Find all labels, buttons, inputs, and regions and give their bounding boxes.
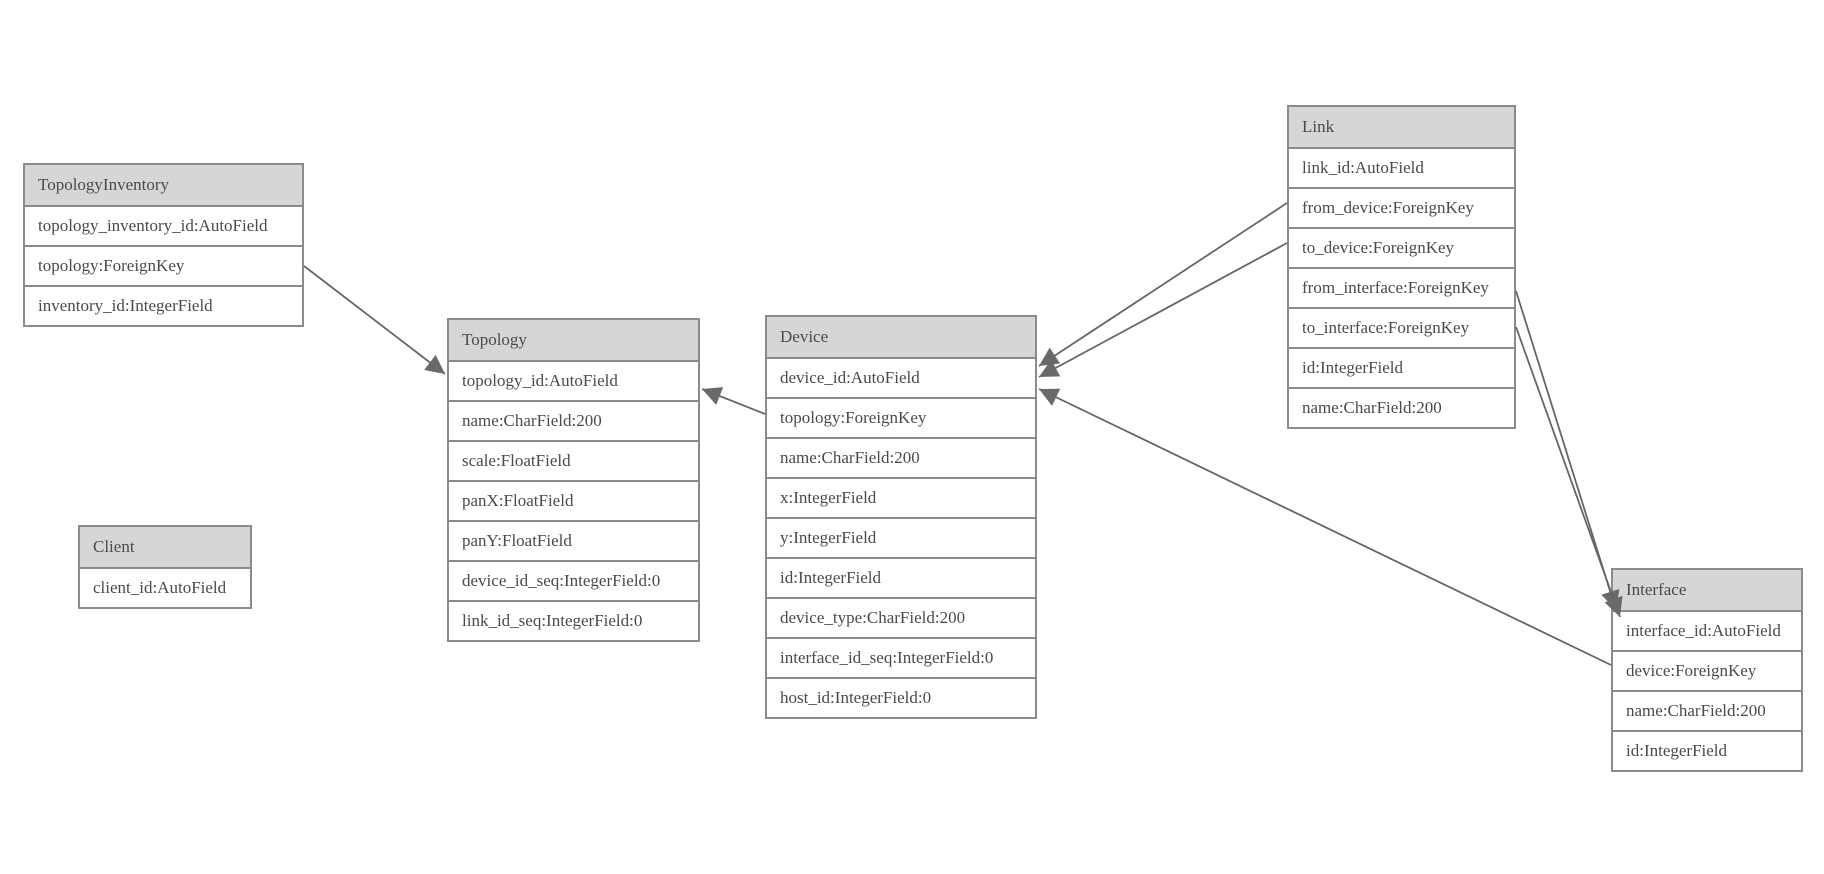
- entity-field-row: name:CharField:200: [449, 400, 698, 440]
- connector-link-todevice-device: [1038, 242, 1288, 378]
- entity-field-row: topology:ForeignKey: [767, 397, 1035, 437]
- connector-topologyinventory-topology: [303, 265, 446, 375]
- entity-field-row: panX:FloatField: [449, 480, 698, 520]
- entity-field-row: id:IntegerField: [1613, 730, 1801, 770]
- entity-title: Topology: [449, 320, 698, 360]
- entity-field-row: device:ForeignKey: [1613, 650, 1801, 690]
- entity-field-row: interface_id_seq:IntegerField:0: [767, 637, 1035, 677]
- entity-field-row: client_id:AutoField: [80, 567, 250, 607]
- entity-field-row: topology:ForeignKey: [25, 245, 302, 285]
- entity-field-row: inventory_id:IntegerField: [25, 285, 302, 325]
- entity-client: Client client_id:AutoField: [78, 525, 252, 609]
- entity-field-row: y:IntegerField: [767, 517, 1035, 557]
- entity-field-row: name:CharField:200: [1289, 387, 1514, 427]
- entity-topologyinventory: TopologyInventory topology_inventory_id:…: [23, 163, 304, 327]
- entity-field-row: to_interface:ForeignKey: [1289, 307, 1514, 347]
- entity-field-row: device_id_seq:IntegerField:0: [449, 560, 698, 600]
- entity-field-row: scale:FloatField: [449, 440, 698, 480]
- entity-field-row: panY:FloatField: [449, 520, 698, 560]
- entity-title: Interface: [1613, 570, 1801, 610]
- entity-field-row: device_type:CharField:200: [767, 597, 1035, 637]
- connector-interface-device: [1038, 388, 1612, 666]
- entity-field-row: link_id:AutoField: [1289, 147, 1514, 187]
- connector-link-fromdevice-device: [1038, 202, 1288, 367]
- entity-topology: Topology topology_id:AutoField name:Char…: [447, 318, 700, 642]
- connector-link-frominterface-interface: [1515, 290, 1620, 611]
- entity-field-row: device_id:AutoField: [767, 357, 1035, 397]
- entity-interface: Interface interface_id:AutoField device:…: [1611, 568, 1803, 772]
- entity-field-row: topology_id:AutoField: [449, 360, 698, 400]
- connector-link-tointerface-interface: [1515, 326, 1623, 618]
- entity-title: TopologyInventory: [25, 165, 302, 205]
- entity-title: Link: [1289, 107, 1514, 147]
- entity-field-row: x:IntegerField: [767, 477, 1035, 517]
- entity-field-row: from_device:ForeignKey: [1289, 187, 1514, 227]
- entity-field-row: name:CharField:200: [1613, 690, 1801, 730]
- entity-field-row: interface_id:AutoField: [1613, 610, 1801, 650]
- entity-field-row: name:CharField:200: [767, 437, 1035, 477]
- entity-title: Device: [767, 317, 1035, 357]
- entity-field-row: link_id_seq:IntegerField:0: [449, 600, 698, 640]
- entity-field-row: topology_inventory_id:AutoField: [25, 205, 302, 245]
- entity-title: Client: [80, 527, 250, 567]
- entity-field-row: id:IntegerField: [1289, 347, 1514, 387]
- connector-device-topology: [701, 387, 766, 415]
- entity-field-row: from_interface:ForeignKey: [1289, 267, 1514, 307]
- entity-field-row: host_id:IntegerField:0: [767, 677, 1035, 717]
- entity-field-row: id:IntegerField: [767, 557, 1035, 597]
- entity-device: Device device_id:AutoField topology:Fore…: [765, 315, 1037, 719]
- entity-field-row: to_device:ForeignKey: [1289, 227, 1514, 267]
- entity-link: Link link_id:AutoField from_device:Forei…: [1287, 105, 1516, 429]
